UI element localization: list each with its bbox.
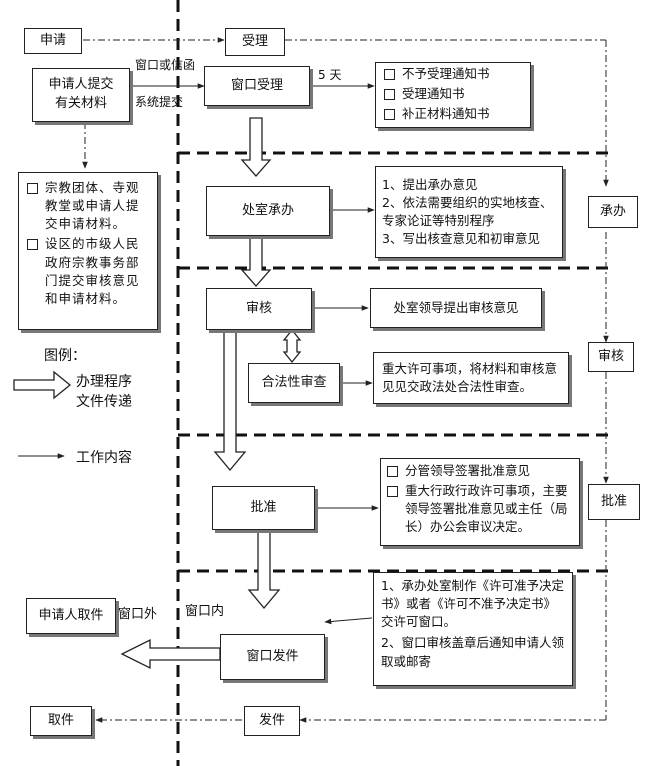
flow-arrow-issue-to-pickup — [120, 638, 221, 670]
legality-box: 合法性审查 — [248, 363, 340, 403]
legend-process-label: 办理程序 文件传递 — [76, 374, 132, 411]
undertake-items-box: 1、提出承办意见 2、依法需要组织的实地核查、专家论证等特别程序 3、写出核查意… — [375, 166, 563, 258]
issue-items-box: 1、承办处室制作《许可准予决定书》或者《许可不准予决定书》交许可窗口。 2、窗口… — [373, 572, 573, 686]
legality-item-text: 重大许可事项，将材料和审核意见见交政法处合法性审查。 — [382, 360, 558, 394]
accept-notices-box: 不予受理通知书 受理通知书 补正材料通知书 — [375, 62, 531, 128]
flow-arrow-approve-to-issue — [247, 529, 281, 610]
checkbox-icon — [384, 88, 395, 100]
legend-process-arrow — [13, 370, 72, 400]
flow-arrow-review-legality — [282, 328, 302, 364]
checkbox-icon — [387, 466, 398, 477]
legend-work-label: 工作内容 — [76, 450, 132, 466]
accept-top-box: 受理 — [225, 28, 285, 56]
applicant-pickup-box: 申请人取件 — [26, 598, 116, 634]
review-item-box: 处室领导提出审核意见 — [370, 288, 542, 328]
flow-arrow-undertake-to-review — [240, 235, 272, 287]
via-window-label: 窗口或信函 — [135, 58, 196, 72]
right-undertake-box: 承办 — [588, 196, 638, 228]
checkbox-icon — [384, 68, 395, 80]
applicant-submit-box: 申请人提交 有关材料 — [32, 68, 130, 122]
checkbox-icon — [27, 183, 38, 194]
checkbox-icon — [384, 109, 395, 121]
legality-item-box: 重大许可事项，将材料和审核意见见交政法处合法性审查。 — [373, 352, 569, 404]
five-days-label: 5 天 — [318, 68, 342, 82]
dispatch-box: 发件 — [244, 706, 300, 736]
dept-undertake-box: 处室承办 — [206, 186, 330, 236]
checkbox-icon — [27, 239, 38, 251]
notice-item-1: 不予受理通知书 — [402, 65, 490, 81]
right-review-box: 审核 — [588, 342, 634, 372]
materials-box: 宗教团体、寺观教堂或申请人提交申请材料。 设区的市级人民政府宗教事务部门提交审核… — [18, 172, 158, 330]
issue-item-1: 1、承办处室制作《许可准予决定书》或者《许可不准予决定书》交许可窗口。 — [381, 578, 564, 630]
via-system-label: 系统提交 — [135, 95, 184, 109]
legend-title: 图例： — [44, 348, 86, 364]
approve-item-2: 重大行政行政许可事项，主要领导签署批准意见或主任（局长）办公会审议决定。 — [405, 483, 568, 535]
undertake-item-3: 3、写出核查意见和初审意见 — [382, 231, 540, 247]
undertake-item-1: 1、提出承办意见 — [382, 176, 478, 192]
outside-window-label: 窗口外 — [118, 607, 158, 622]
approve-item-1: 分管领导签署批准意见 — [405, 463, 531, 478]
issue-item-2: 2、窗口审核盖章后通知申请人领取或邮寄 — [381, 635, 564, 669]
materials-item-2: 设区的市级人民政府宗教事务部门提交审核意见和申请材料。 — [45, 236, 140, 306]
flow-arrow-accept-to-undertake — [240, 117, 272, 177]
materials-item-1: 宗教团体、寺观教堂或申请人提交申请材料。 — [45, 180, 140, 232]
notice-item-2: 受理通知书 — [402, 85, 465, 101]
review-box: 审核 — [206, 288, 312, 330]
undertake-item-2: 2、依法需要组织的实地核查、专家论证等特别程序 — [382, 194, 553, 228]
approve-items-box: 分管领导签署批准意见 重大行政行政许可事项，主要领导签署批准意见或主任（局长）办… — [380, 458, 580, 546]
notice-item-3: 补正材料通知书 — [402, 106, 490, 122]
approve-box: 批准 — [212, 486, 315, 530]
pickup-box: 取件 — [30, 706, 92, 736]
flow-arrow-review-to-approve — [213, 329, 247, 472]
checkbox-icon — [387, 486, 398, 498]
window-issue-box: 窗口发件 — [220, 634, 325, 680]
items-to-issue-arrow — [324, 617, 373, 625]
inside-window-label: 窗口内 — [185, 604, 225, 619]
window-accept-box: 窗口受理 — [204, 66, 310, 106]
right-approve-box: 批准 — [588, 484, 640, 520]
apply-box: 申请 — [24, 28, 82, 54]
